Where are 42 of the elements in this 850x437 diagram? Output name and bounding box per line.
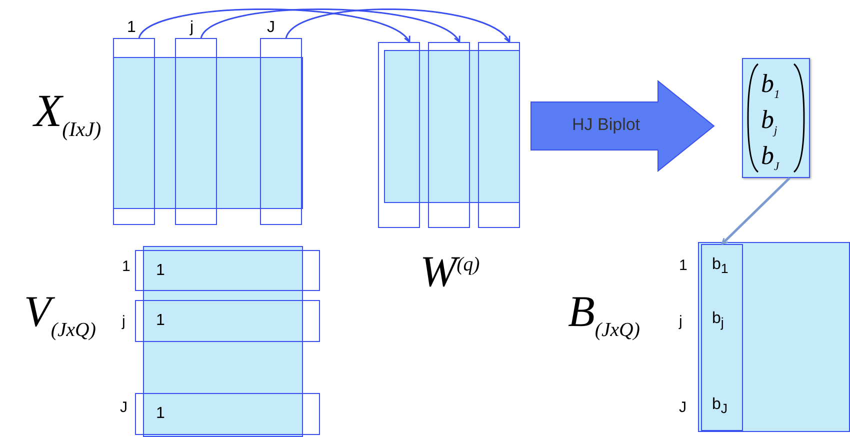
- index-label: J: [679, 400, 686, 415]
- index-label: J: [267, 20, 275, 36]
- matrix-name: V$_{(JxQ)}$: [24, 290, 96, 341]
- column-outline: [701, 244, 743, 431]
- index-label: j: [190, 20, 194, 36]
- curved-arrow: [285, 8, 510, 43]
- matrix-name: W$^{(q)}$: [420, 250, 480, 294]
- column-outline: [478, 42, 520, 228]
- arrow: [721, 177, 790, 245]
- curved-arrow: [200, 8, 460, 43]
- matrix-block: [698, 242, 850, 432]
- column-outline: [260, 38, 302, 225]
- matrix-block: [384, 50, 520, 203]
- matrix-block: [113, 57, 303, 209]
- index-label: 1: [127, 20, 136, 36]
- arrow-label: HJ Biplot: [572, 116, 640, 133]
- index-label: 1: [679, 258, 688, 273]
- matrix-entry: 1: [156, 263, 165, 279]
- matrix-entry: b$_{J}$: [712, 397, 728, 416]
- matrix-name: X$_{(IxJ)}$: [34, 88, 102, 141]
- matrix-entry: 1: [156, 313, 165, 329]
- row-outline: [135, 393, 320, 435]
- column-outline: [378, 42, 420, 228]
- row-outline: [135, 300, 320, 342]
- index-label: j: [679, 314, 682, 329]
- matrix-entry: b$_{1}$: [712, 257, 728, 276]
- matrix-entry: b$_{1}$: [761, 71, 780, 101]
- index-label: j: [122, 314, 126, 329]
- row-outline: [135, 250, 320, 291]
- index-label: 1: [122, 259, 130, 274]
- matrix-entry: 1: [156, 406, 165, 422]
- column-outline: [175, 38, 217, 225]
- matrix-entry: b$_{J}$: [761, 143, 780, 173]
- matrix-entry: b$_{j}$: [712, 311, 724, 330]
- curved-arrow: [138, 8, 410, 43]
- matrix-name: B$_{(JxQ)}$: [568, 290, 640, 341]
- block-arrow: [530, 80, 715, 172]
- column-outline: [428, 42, 470, 228]
- matrix-block: [143, 246, 303, 437]
- index-label: J: [120, 400, 128, 415]
- matrix-entry: b$_{j}$: [761, 107, 778, 137]
- column-outline: [113, 38, 155, 225]
